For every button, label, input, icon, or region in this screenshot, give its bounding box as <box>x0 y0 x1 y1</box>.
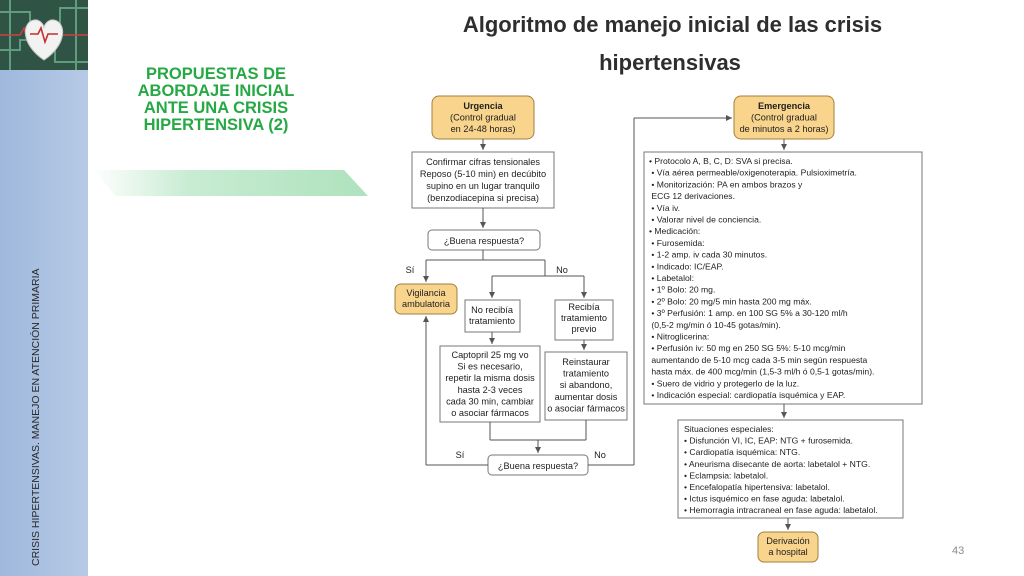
captopril-box <box>439 345 541 423</box>
slide-title-line-1: Algoritmo de manejo inicial de las crisi… <box>462 12 883 37</box>
situaciones-box <box>677 419 904 519</box>
derivacion-box <box>757 531 819 563</box>
vigilancia-box <box>394 283 458 315</box>
heart-logo-icon <box>0 0 88 70</box>
left-sidebar-band <box>0 0 88 576</box>
flow-connectors <box>423 115 791 530</box>
si-label-1: Sí <box>406 265 415 275</box>
situaciones-text: Situaciones especiales:• Disfunción VI, … <box>684 424 878 515</box>
no-label-1: No <box>556 265 568 275</box>
buena-respuesta-text-2: ¿Buena respuesta? <box>498 461 578 471</box>
page-number: 43 <box>952 545 965 557</box>
buena-respuesta-text-1: ¿Buena respuesta? <box>444 236 524 246</box>
buena-respuesta-box-1 <box>427 229 541 251</box>
si-label-2: Sí <box>456 450 465 460</box>
decorative-ribbon <box>92 170 368 196</box>
no-recibia-box <box>464 299 521 333</box>
heart-logo-image <box>0 0 88 70</box>
section-subtitle: PROPUESTAS DE ABORDAJE INICIAL ANTE UNA … <box>137 65 295 134</box>
protocolo-box <box>643 151 923 405</box>
protocolo-text: • Protocolo A, B, C, D: SVA si precisa. … <box>649 156 874 400</box>
slide-title-line-2: hipertensivas <box>599 50 741 75</box>
vertical-side-text: CRISIS HIPERTENSIVAS. MANEJO EN ATENCIÓN… <box>30 268 42 566</box>
no-label-2: No <box>594 450 606 460</box>
